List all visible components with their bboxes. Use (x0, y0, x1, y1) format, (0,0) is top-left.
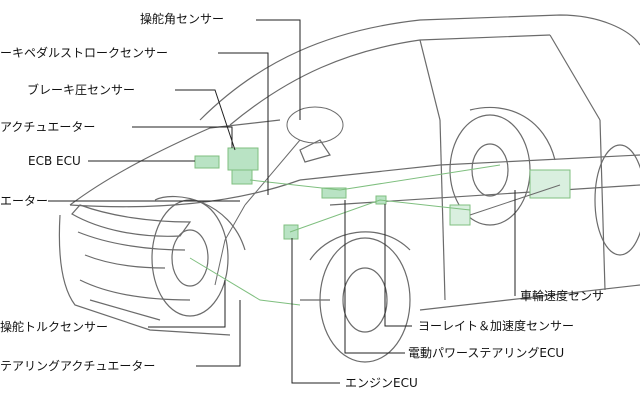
rear-left-wheel (310, 232, 410, 362)
label-eater: エーター (0, 194, 48, 208)
label-eps-ecu: 電動パワーステアリングECU (408, 346, 564, 360)
label-steering-torque-sensor: 操舵トルクセンサー (0, 320, 108, 334)
label-ecb-ecu: ECB ECU (28, 154, 81, 168)
label-brake-pressure-sensor: ブレーキ圧センサー (27, 83, 135, 97)
label-steering-actuator: テアリングアクチュエーター (0, 359, 155, 373)
system-components (190, 107, 570, 305)
label-steering-angle-sensor: 操舵角センサー (140, 12, 224, 26)
front-wheel (152, 197, 245, 316)
label-engine-ecu: エンジンECU (345, 376, 418, 390)
label-wheel-speed-sensor: 車輪速度センサ (520, 289, 604, 303)
label-brake-pedal-stroke-sensor: ーキペダルストロークセンサー (0, 46, 168, 60)
label-actuator: アクチュエーター (0, 120, 95, 134)
label-yaw-rate-sensor: ヨーレイト＆加速度センサー (418, 319, 574, 333)
